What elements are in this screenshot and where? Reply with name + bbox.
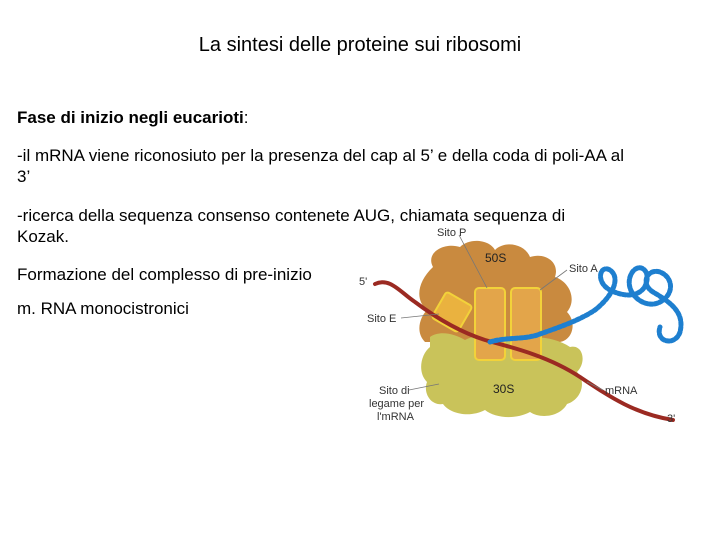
leader-mrna: [586, 381, 604, 391]
label-sito-e: Sito E: [367, 313, 396, 325]
mrna-strand: [373, 280, 675, 422]
label-30s: 30S: [493, 382, 514, 396]
heading-bold: Fase di inizio negli eucarioti: [17, 108, 244, 127]
site-p-box: [474, 287, 506, 361]
label-legame-2: legame per: [369, 398, 424, 410]
ribosome-diagram: Sito P Sito A Sito E 50S 30S 5' 3' mRNA …: [359, 227, 684, 425]
label-sito-a: Sito A: [569, 263, 598, 275]
text-line-monocistronici: m. RNA monocistronici: [17, 299, 189, 318]
text-line-preinizio: Formazione del complesso di pre-inizio: [17, 265, 312, 284]
label-legame-3: l'mRNA: [377, 411, 415, 423]
label-50s: 50S: [485, 251, 506, 265]
label-mrna: mRNA: [605, 385, 638, 397]
label-3prime: 3': [667, 413, 675, 425]
label-5prime: 5': [359, 276, 367, 288]
label-legame-1: Sito di: [379, 385, 410, 397]
leader-sito-a: [539, 269, 568, 291]
ribosome-figure: Sito P Sito A Sito E 50S 30S 5' 3' mRNA …: [355, 222, 695, 432]
heading-colon: :: [243, 108, 249, 127]
text-line-kozak: -ricerca della sequenza consenso contene…: [17, 206, 566, 246]
leader-sito-p: [458, 234, 488, 289]
peptide-chain: [487, 265, 684, 345]
leader-legame: [408, 383, 440, 391]
text-line-cap: -il mRNA viene riconosiuto per la presen…: [17, 146, 624, 186]
site-a-box: [510, 287, 542, 361]
slide-title: La sintesi delle proteine sui ribosomi: [198, 34, 522, 56]
label-sito-p: Sito P: [437, 227, 466, 239]
small-subunit-shape: [421, 333, 583, 418]
heading-line: Fase di inizio negli eucarioti:: [17, 107, 248, 128]
leader-sito-e: [400, 313, 440, 319]
